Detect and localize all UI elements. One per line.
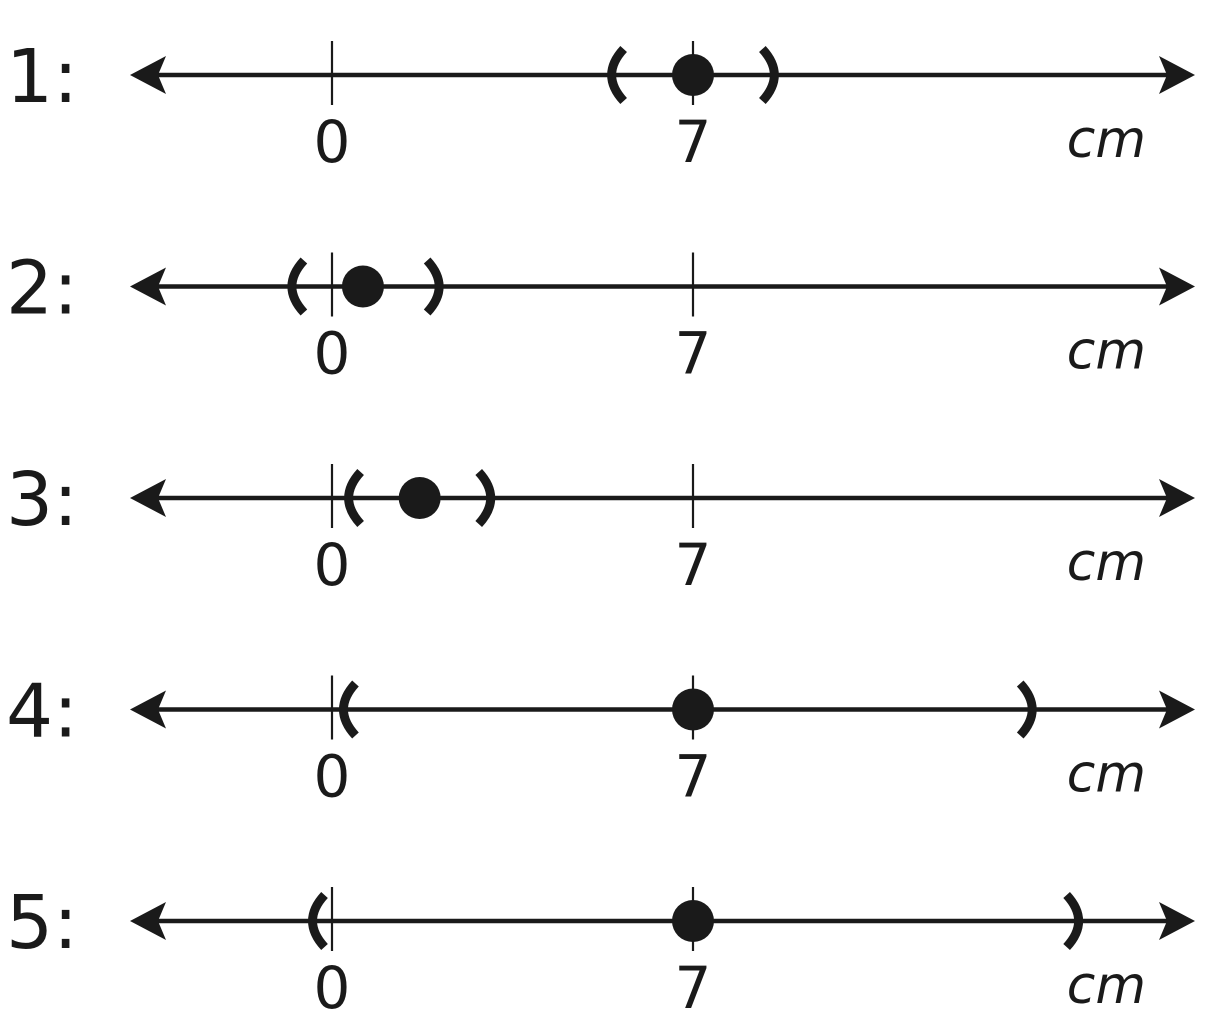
right-arrow-icon bbox=[1159, 56, 1195, 94]
row-label: 2: bbox=[6, 246, 78, 332]
row-label: 3: bbox=[6, 457, 78, 543]
left-arrow-icon bbox=[130, 690, 166, 729]
point-estimate-dot bbox=[341, 265, 384, 308]
point-estimate-dot bbox=[398, 477, 441, 519]
number-line-row: 3: 0 7 cm bbox=[6, 457, 1195, 599]
right-parenthesis bbox=[1016, 680, 1037, 739]
left-arrow-icon bbox=[130, 902, 166, 940]
left-parenthesis bbox=[287, 257, 308, 316]
unit-label: cm bbox=[1067, 956, 1146, 1016]
left-parenthesis bbox=[607, 45, 628, 105]
point-estimate-dot bbox=[672, 54, 714, 96]
tick-label: 0 bbox=[314, 531, 351, 599]
left-parenthesis bbox=[339, 680, 359, 739]
unit-label: cm bbox=[1067, 110, 1146, 170]
tick-label: 7 bbox=[675, 531, 712, 599]
right-parenthesis bbox=[475, 468, 496, 528]
number-line-row: 5: 0 7 cm bbox=[6, 880, 1195, 1022]
tick-label: 7 bbox=[675, 320, 712, 388]
tick-label: 7 bbox=[675, 743, 712, 811]
unit-label: cm bbox=[1067, 745, 1146, 805]
row-label: 1: bbox=[6, 34, 78, 120]
row-label: 4: bbox=[6, 669, 78, 755]
tick-label: 0 bbox=[314, 743, 351, 811]
tick-label: 0 bbox=[314, 954, 351, 1022]
left-parenthesis bbox=[344, 468, 365, 528]
point-estimate-dot bbox=[672, 688, 714, 731]
tick-label: 0 bbox=[314, 108, 351, 176]
left-arrow-icon bbox=[130, 267, 166, 306]
number-line-row: 2: 0 7 cm bbox=[6, 246, 1195, 388]
left-arrow-icon bbox=[130, 56, 166, 94]
right-parenthesis bbox=[423, 257, 444, 316]
row-label: 5: bbox=[6, 880, 78, 966]
unit-label: cm bbox=[1067, 533, 1146, 593]
tick-label: 0 bbox=[314, 320, 351, 388]
right-arrow-icon bbox=[1159, 479, 1195, 517]
right-arrow-icon bbox=[1159, 902, 1195, 940]
tick-label: 7 bbox=[675, 108, 712, 176]
right-arrow-icon bbox=[1159, 690, 1195, 729]
number-line-row: 4: 0 7 cm bbox=[6, 669, 1195, 811]
point-estimate-dot bbox=[672, 900, 714, 942]
unit-label: cm bbox=[1067, 322, 1146, 382]
right-parenthesis bbox=[758, 45, 779, 105]
left-parenthesis bbox=[308, 891, 328, 951]
right-arrow-icon bbox=[1159, 267, 1195, 306]
number-line-row: 1: 0 7 cm bbox=[6, 34, 1195, 176]
left-arrow-icon bbox=[130, 479, 166, 517]
tick-label: 7 bbox=[675, 954, 712, 1022]
right-parenthesis bbox=[1063, 891, 1083, 951]
